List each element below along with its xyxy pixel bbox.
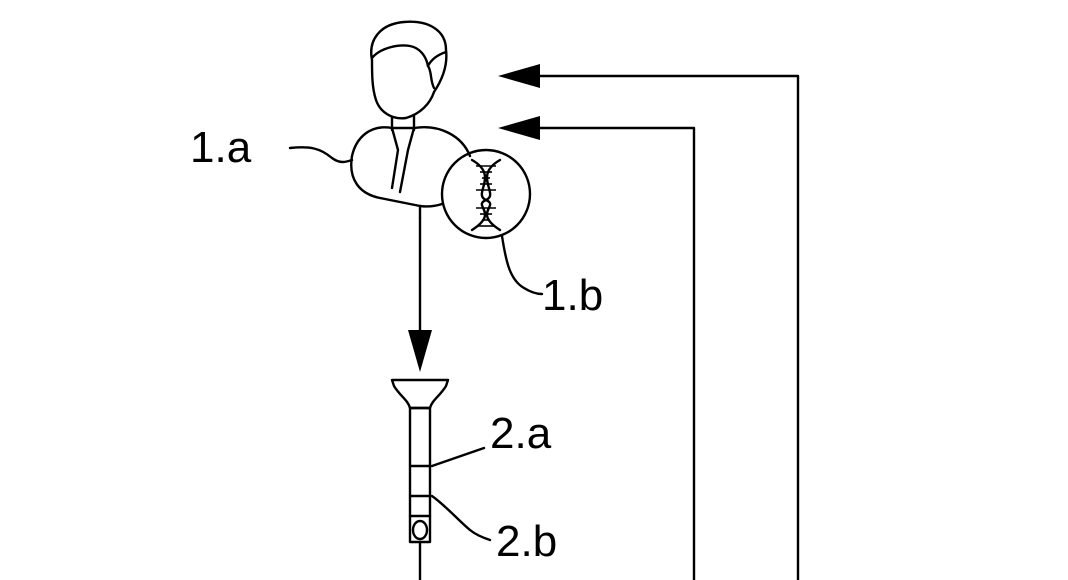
- feedback-loop-outer: [498, 64, 800, 580]
- leader-line-2b: [430, 494, 492, 542]
- sample-collector-icon: [390, 378, 450, 580]
- leader-line-1a: [288, 146, 354, 164]
- feedback-loop-inner: [498, 116, 696, 580]
- label-1a: 1.a: [190, 123, 252, 172]
- label-2b: 2.b: [496, 517, 557, 566]
- label-2a: 2.a: [490, 409, 552, 458]
- arrow-down-head: [408, 330, 432, 372]
- leader-line-2a: [430, 446, 486, 468]
- person-icon: [350, 20, 472, 220]
- label-1b: 1.b: [542, 271, 603, 320]
- dna-icon: [440, 148, 532, 240]
- leader-line-1b: [500, 234, 544, 296]
